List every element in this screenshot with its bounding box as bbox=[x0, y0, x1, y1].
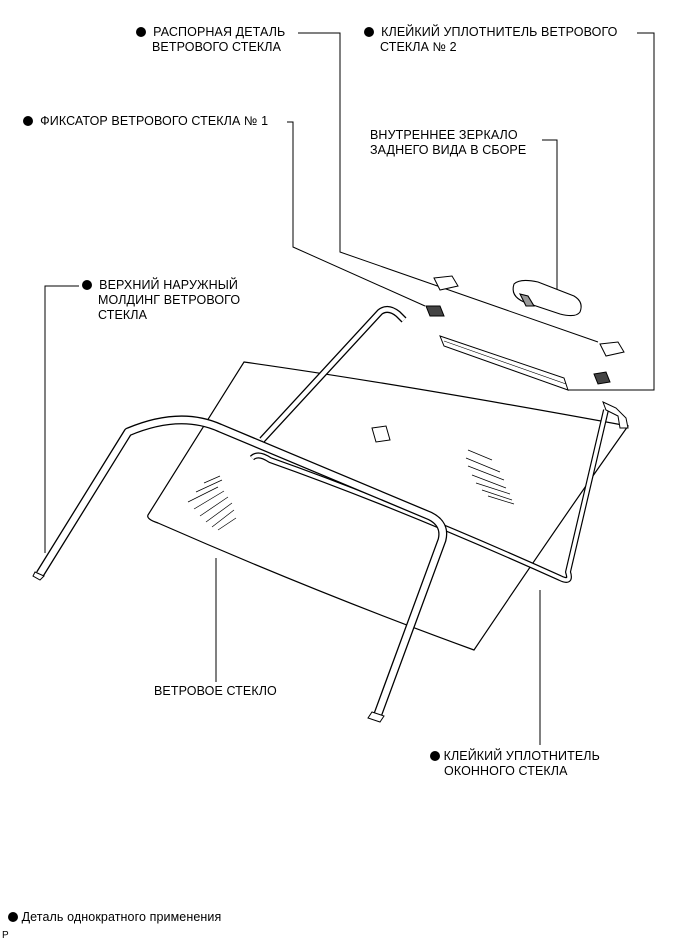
one-time-use-dot-icon bbox=[23, 116, 33, 126]
leader-upper-molding bbox=[44, 285, 79, 553]
corner-mark: P bbox=[2, 930, 9, 941]
label-inner-mirror: ВНУТРЕННЕЕ ЗЕРКАЛО ЗАДНЕГО ВИДА В СБОРЕ bbox=[370, 128, 527, 157]
one-time-use-dot-icon bbox=[8, 912, 18, 922]
adhesive-dam-2 bbox=[439, 335, 569, 391]
inner-mirror bbox=[512, 279, 582, 317]
label-windshield: ВЕТРОВОЕ СТЕКЛО bbox=[154, 684, 277, 698]
leader-inner-mirror bbox=[541, 139, 558, 303]
leader-retainer-1 bbox=[287, 121, 426, 307]
label-retainer-1: ФИКСАТОР ВЕТРОВОГО СТЕКЛА № 1 bbox=[23, 114, 268, 129]
retainer-parts bbox=[425, 305, 611, 385]
mirror-mount-square bbox=[371, 425, 391, 443]
label-adhesive-dam-2: КЛЕЙКИЙ УПЛОТНИТЕЛЬ ВЕТРОВОГО СТЕКЛА № 2 bbox=[364, 25, 617, 55]
spacer-parts bbox=[433, 275, 625, 357]
glass-hatching bbox=[187, 449, 515, 531]
one-time-use-dot-icon bbox=[136, 27, 146, 37]
legend: Деталь однократного применения bbox=[8, 910, 221, 925]
label-upper-molding: ВЕРХНИЙ НАРУЖНЫЙ МОЛДИНГ ВЕТРОВОГО СТЕКЛ… bbox=[82, 278, 240, 323]
label-spacer: РАСПОРНАЯ ДЕТАЛЬ ВЕТРОВОГО СТЕКЛА bbox=[136, 25, 285, 55]
one-time-use-dot-icon bbox=[82, 280, 92, 290]
label-window-dam: КЛЕЙКИЙ УПЛОТНИТЕЛЬ ОКОННОГО СТЕКЛА bbox=[430, 749, 600, 779]
leader-spacer bbox=[298, 32, 599, 343]
one-time-use-dot-icon bbox=[364, 27, 374, 37]
leader-adhesive-dam-2 bbox=[568, 32, 655, 391]
one-time-use-dot-icon bbox=[430, 751, 440, 761]
